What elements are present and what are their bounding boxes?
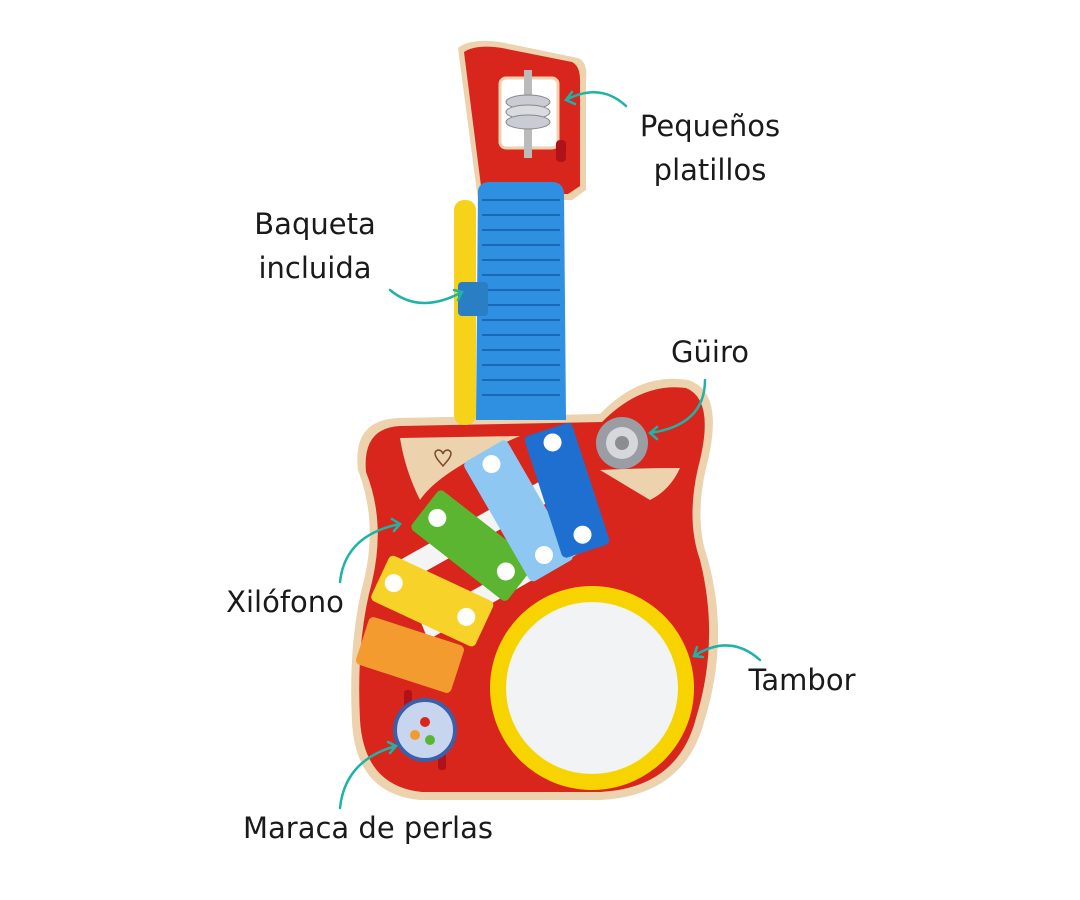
cymbals [505, 94, 551, 130]
xylophone [356, 423, 610, 693]
headstock [458, 40, 587, 200]
label-mallet: Baqueta incluida [240, 202, 390, 290]
label-cymbals: Pequeños platillos [625, 104, 795, 192]
label-cymbals-line2: platillos [653, 153, 767, 187]
mallet-arrow [388, 288, 464, 305]
mallet [454, 200, 488, 425]
label-maraca: Maraca de perlas [243, 811, 493, 845]
label-guiro: Güiro [671, 335, 749, 369]
xylophone-arrow [338, 517, 402, 584]
cymbals-arrow [564, 90, 628, 108]
guiro [596, 417, 648, 469]
maraca-arrow [338, 740, 398, 810]
guiro-arrow [648, 378, 707, 441]
bead-maraca [393, 690, 457, 770]
hape-logo [434, 449, 452, 468]
label-mallet-line2: incluida [258, 251, 372, 285]
label-xylophone: Xilófono [226, 585, 344, 619]
label-drum: Tambor [748, 663, 856, 697]
label-mallet-line1: Baqueta [254, 207, 376, 241]
callout-arrows [338, 90, 762, 810]
drum [490, 586, 694, 790]
neck-guiro-ribs [476, 182, 566, 420]
label-cymbals-line1: Pequeños [639, 109, 781, 143]
drum-arrow [692, 644, 762, 662]
